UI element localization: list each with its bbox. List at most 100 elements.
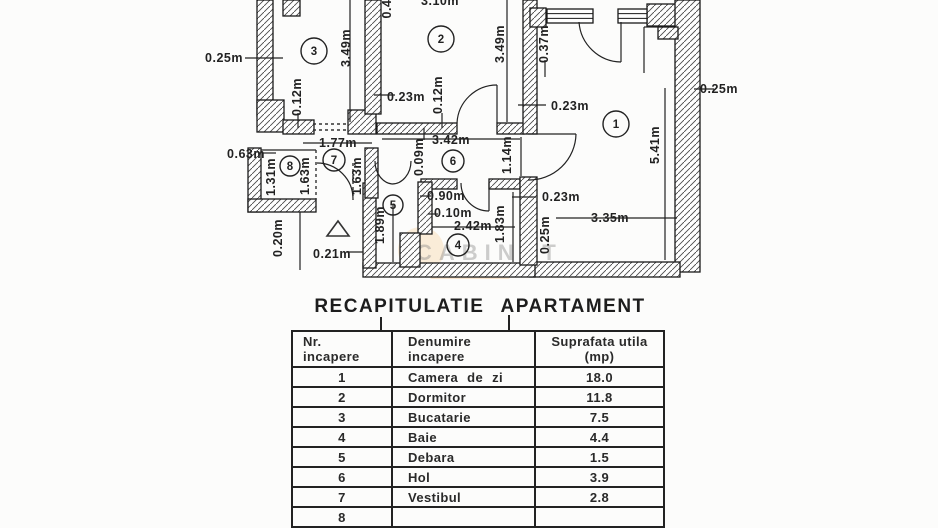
header-suprafata: Suprafata utila (mp) [534,330,665,368]
dimension-label: 5.41m [648,126,662,164]
window [546,8,594,24]
cell-room-area: 1.5 [534,446,665,468]
cell-room-name: Debara [391,446,536,468]
table-column-line-stub [508,315,510,330]
wall-segment [247,198,317,213]
wall-segment [496,122,525,135]
door-swing-arc [456,84,498,124]
dimension-label: 0.21m [313,247,351,261]
entrance-triangle-marker [325,219,351,237]
cell-room-area: 2.8 [534,486,665,508]
wall-segment [657,26,679,40]
wall-segment [364,147,379,199]
wall-segment [519,176,538,266]
cell-room-number: 8 [291,506,393,528]
dimension-label: 3.35m [591,211,629,225]
dimension-label: 0.25m [205,51,243,65]
dimension-label: 0.90m [427,189,465,203]
cell-room-name: Bucatarie [391,406,536,428]
dimension-label: 1.89m [373,206,387,244]
dimension-label: 1.83m [493,205,507,243]
dimension-label: 1.14m [500,136,514,174]
wall-segment [488,178,521,190]
dimension-label: 3.42m [432,133,470,147]
cell-room-name: Dormitor [391,386,536,408]
room-number-circle [322,148,346,172]
dimension-label: 2.42m [454,219,492,233]
cell-room-name: Baie [391,426,536,448]
wall-segment [529,261,681,278]
dimension-label: 0.37m [537,25,551,63]
dimension-label: 0.09m [412,138,426,176]
dimension-label: 1.31m [264,158,278,196]
door-swing-arc [391,160,412,185]
room-number: 8 [287,161,294,173]
room-number: 3 [311,46,317,58]
dimension-label: 0.25m [700,82,738,96]
cell-room-name [391,506,536,528]
wall-segment [362,262,536,278]
room-number: 7 [331,155,337,167]
header-nr: Nr. incapere [291,330,393,368]
dimension-label: 0.25m [538,216,552,254]
room-number: 6 [450,156,456,168]
door-swing-arc [374,160,393,185]
cell-room-number: 6 [291,466,393,488]
cell-room-area: 11.8 [534,386,665,408]
header-denumire: Denumire incapere [391,330,536,368]
dimension-label: 1.77m [319,136,357,150]
room-number-circle [441,149,465,173]
cell-room-name: Vestibul [391,486,536,508]
table-header-row: Nr. incapere Denumire incapere Suprafata… [291,330,665,368]
recap-table: Nr. incapere Denumire incapere Suprafata… [291,330,665,528]
wall-segment [376,122,458,135]
room-number: 2 [438,34,444,46]
room-number-circle [427,25,455,53]
room-number-circle [602,110,630,138]
table-title: RECAPITULATIE APARTAMENT [314,296,646,317]
wall-segment [529,7,547,28]
dimension-label: 0.20m [271,219,285,257]
wall-segment [256,99,285,133]
wall-segment [646,3,678,27]
room-number-circle [446,233,470,257]
cell-room-number: 2 [291,386,393,408]
dimension-label: 0.23m [542,190,580,204]
cell-room-area: 3.9 [534,466,665,488]
cell-room-number: 7 [291,486,393,508]
dimension-label: 0.23m [551,99,589,113]
cell-room-number: 4 [291,426,393,448]
cell-room-area [534,506,665,528]
dimension-label: 3.10m [421,0,459,8]
door-swing-arc [460,182,490,212]
wall-segment [674,0,701,273]
cell-room-area: 7.5 [534,406,665,428]
door-swing-arc [578,21,622,63]
cell-room-number: 1 [291,366,393,388]
door-swing-arc [527,133,577,181]
door-swing-arc [316,162,354,200]
dimension-label: 3.49m [493,25,507,63]
dimension-label: 3.49m [339,29,353,67]
cell-room-number: 5 [291,446,393,468]
room-number-circle [300,37,328,65]
dimension-label: 0.12m [431,76,445,114]
wall-segment [282,0,301,17]
window [617,8,648,24]
dimension-label: 1.63m [350,157,364,195]
dimension-label: 0.63m [227,147,265,161]
room-number: 4 [455,240,462,252]
dimension-label: 0.23m [387,90,425,104]
room-number: 5 [390,200,397,212]
wall-segment [364,0,382,115]
dimension-label: 0.4 [380,0,394,18]
room-number: 1 [613,119,620,131]
